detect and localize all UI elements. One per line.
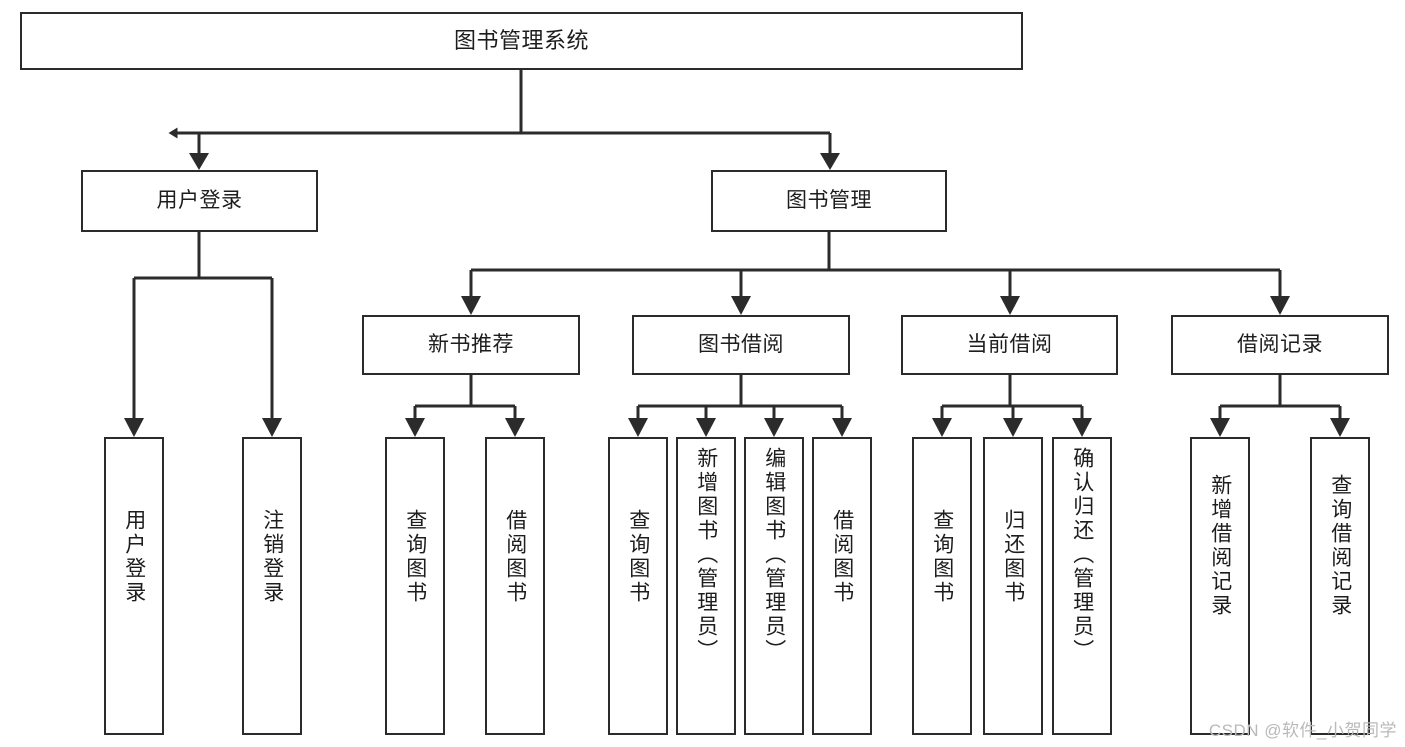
node-leaf-query-book-1[interactable]: 查询图书 <box>385 437 445 735</box>
node-leaf-query-record-label: 查询借阅记录 <box>1328 474 1352 618</box>
node-leaf-borrow-book-1[interactable]: 借阅图书 <box>485 437 545 735</box>
node-user-login-label: 用户登录 <box>156 189 243 213</box>
node-leaf-user-logout-label: 注销登录 <box>260 509 284 605</box>
edge-book-borrow-to-leaves <box>636 375 844 420</box>
node-borrow-record-label: 借阅记录 <box>1237 333 1323 357</box>
node-book-manage[interactable]: 图书管理 <box>711 170 947 232</box>
node-leaf-user-logout[interactable]: 注销登录 <box>242 437 302 735</box>
edge-borrow-record-to-leaves <box>1218 375 1342 420</box>
node-book-borrow-label: 图书借阅 <box>698 333 784 357</box>
arrowheads-level2 <box>189 153 840 170</box>
node-user-login[interactable]: 用户登录 <box>81 170 318 232</box>
node-leaf-add-book-label: 新增图书（管理员） <box>694 447 718 663</box>
node-leaf-edit-book[interactable]: 编辑图书（管理员） <box>744 437 804 735</box>
node-current-borrow[interactable]: 当前借阅 <box>901 315 1118 375</box>
node-leaf-query-book-1-label: 查询图书 <box>403 509 427 605</box>
node-leaf-query-book-2[interactable]: 查询图书 <box>608 437 668 735</box>
node-leaf-confirm-return-label: 确认归还（管理员） <box>1070 447 1094 663</box>
node-leaf-query-book-2-label: 查询图书 <box>626 509 650 605</box>
node-leaf-return-book[interactable]: 归还图书 <box>983 437 1043 735</box>
node-leaf-query-book-3-label: 查询图书 <box>930 509 954 605</box>
arrowheads-user-login-leaves <box>124 418 282 437</box>
node-leaf-user-login-label: 用户登录 <box>122 509 146 605</box>
node-leaf-borrow-book-2-label: 借阅图书 <box>830 509 854 605</box>
arrowheads-current-borrow-leaves <box>932 418 1092 437</box>
edge-new-book-rec-to-leaves <box>413 375 517 420</box>
node-current-borrow-label: 当前借阅 <box>966 333 1053 357</box>
edge-book-manage-to-level3 <box>469 232 1282 298</box>
node-root-label: 图书管理系统 <box>453 27 589 53</box>
node-leaf-return-book-label: 归还图书 <box>1001 509 1025 605</box>
edge-user-login-to-leaves <box>132 232 274 420</box>
node-leaf-query-record[interactable]: 查询借阅记录 <box>1310 437 1370 735</box>
arrowheads-new-book-rec-leaves <box>405 418 525 437</box>
arrowheads-borrow-record-leaves <box>1210 418 1350 437</box>
node-leaf-borrow-book-2[interactable]: 借阅图书 <box>812 437 872 735</box>
node-new-book-rec[interactable]: 新书推荐 <box>362 315 580 375</box>
node-leaf-add-record-label: 新增借阅记录 <box>1208 474 1232 618</box>
node-book-borrow[interactable]: 图书借阅 <box>632 315 850 375</box>
node-leaf-query-book-3[interactable]: 查询图书 <box>912 437 972 735</box>
csdn-watermark: CSDN @软件_小贺同学 <box>1208 721 1397 740</box>
node-book-manage-label: 图书管理 <box>786 189 872 213</box>
node-root[interactable]: 图书管理系统 <box>20 12 1023 70</box>
node-borrow-record[interactable]: 借阅记录 <box>1171 315 1389 375</box>
node-leaf-confirm-return[interactable]: 确认归还（管理员） <box>1052 437 1112 735</box>
node-new-book-rec-label: 新书推荐 <box>428 333 514 357</box>
arrowheads-level3 <box>461 296 1290 315</box>
arrowheads-book-borrow-leaves <box>628 418 852 437</box>
node-leaf-add-record[interactable]: 新增借阅记录 <box>1190 437 1250 735</box>
node-leaf-user-login[interactable]: 用户登录 <box>104 437 164 735</box>
node-leaf-borrow-book-1-label: 借阅图书 <box>503 509 527 605</box>
node-leaf-edit-book-label: 编辑图书（管理员） <box>762 447 786 663</box>
node-leaf-add-book[interactable]: 新增图书（管理员） <box>676 437 736 735</box>
edge-current-borrow-to-leaves <box>940 375 1084 420</box>
edge-root-to-level2 <box>168 70 830 139</box>
